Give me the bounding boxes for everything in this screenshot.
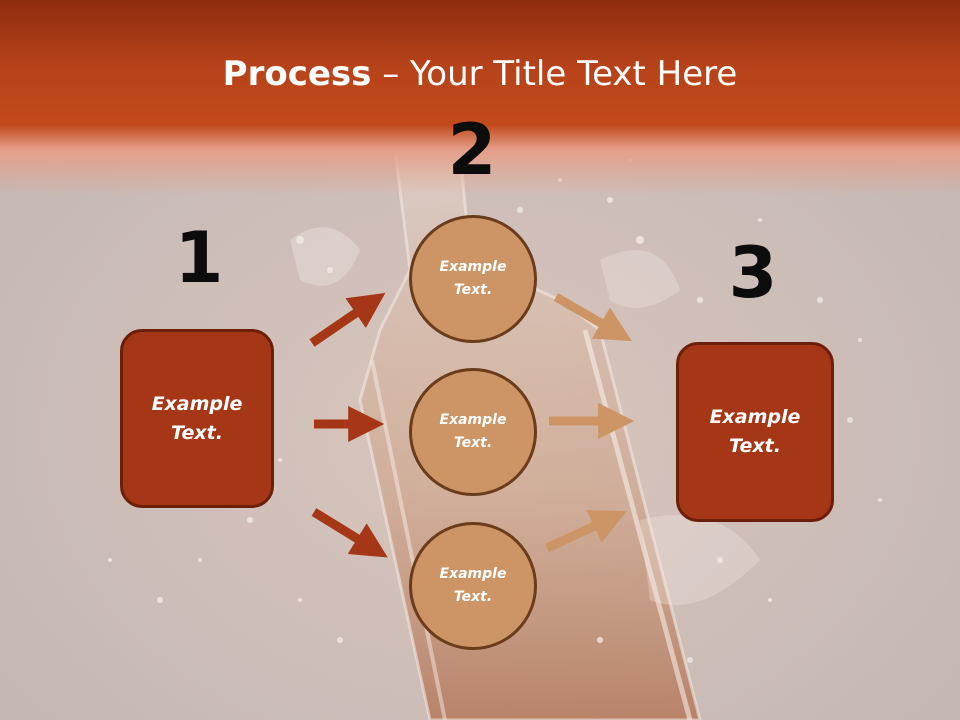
title-dash: – (371, 54, 411, 94)
arrow-left-to-bottom (311, 508, 388, 558)
arrow-left-to-top (309, 292, 386, 347)
arrow-bottom-to-right (545, 509, 627, 553)
step-number-1: 1 (174, 217, 224, 299)
left-step-box: Example Text. (120, 329, 274, 508)
step-number-2: 2 (447, 109, 497, 191)
title-bold: Process (222, 54, 372, 94)
left-step-text: Example Text. (151, 392, 243, 444)
header-band (0, 0, 960, 195)
right-step-box: Example Text. (676, 342, 834, 522)
arrow-top-to-right (553, 293, 633, 342)
circle-top-text: Example Text. (439, 259, 507, 298)
step-number-3: 3 (728, 232, 778, 314)
circle-top: Example Text. (409, 215, 537, 343)
circle-bottom: Example Text. (409, 522, 537, 650)
title-rest: Your Title Text Here (410, 54, 738, 94)
circle-bottom-text: Example Text. (439, 566, 507, 605)
page-title: Process – Your Title Text Here (0, 52, 960, 96)
circle-middle: Example Text. (409, 368, 537, 496)
right-step-text: Example Text. (709, 406, 801, 457)
circle-middle-text: Example Text. (439, 412, 507, 451)
